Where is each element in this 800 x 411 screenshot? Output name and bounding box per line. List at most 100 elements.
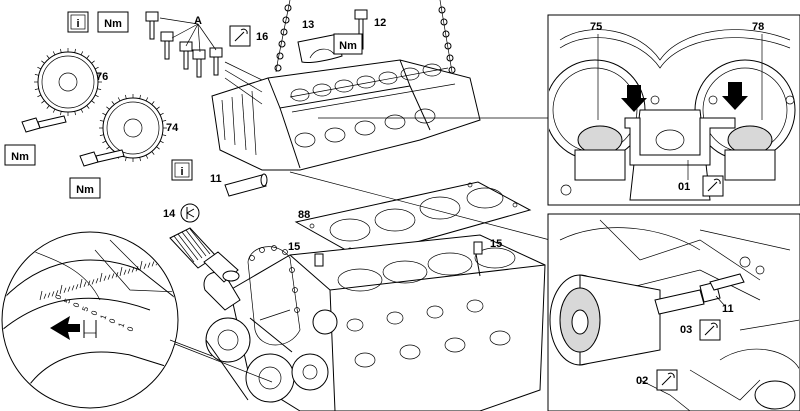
dial-digit: 0 — [107, 317, 117, 325]
callout-12: 12 — [374, 17, 386, 29]
sprocket-tooth — [159, 140, 164, 144]
dial-tick — [119, 266, 123, 277]
dial-tick — [95, 278, 99, 284]
sprocket-tooth — [94, 94, 99, 98]
callout-11-detail: 11 — [722, 303, 734, 315]
tool-symbol-16 — [229, 25, 251, 47]
svg-text:Nm: Nm — [339, 40, 357, 52]
callout-88: 88 — [298, 209, 310, 221]
sprocket-tooth — [91, 100, 95, 104]
callout-a: A — [194, 15, 202, 27]
dial-tick — [51, 291, 55, 297]
torque-symbol-13: Nm — [333, 33, 363, 55]
callout-11: 11 — [210, 173, 222, 185]
dial-digit: 0 — [71, 301, 81, 309]
sprocket-tooth — [145, 97, 149, 102]
dial-tick — [143, 263, 147, 269]
torque-label: Nm — [104, 18, 122, 30]
dial-digit: 0 — [125, 325, 135, 333]
callout-74: 74 — [166, 122, 179, 134]
callout-13: 13 — [302, 19, 314, 31]
sprocket-tooth — [156, 146, 160, 150]
bolts-a-group — [145, 9, 368, 105]
dial-tick — [107, 274, 111, 280]
dial-digit: 5 — [80, 305, 90, 313]
dial-tick — [67, 286, 71, 292]
dial-tick — [55, 290, 59, 296]
sprocket-bolts — [21, 115, 125, 167]
dial-tick — [39, 290, 43, 301]
sprocket-tooth — [37, 66, 42, 70]
callout-labels: A 12 13 16 76 74 11 14 88 15 15 75 78 01… — [96, 15, 764, 387]
sprocket-tooth — [102, 140, 107, 144]
sprocket-tooth — [151, 101, 155, 105]
sprocket-tooth — [80, 108, 84, 113]
dial-tick — [47, 292, 51, 298]
dial-digit: 1 — [98, 313, 108, 321]
dial-digit: 1 — [116, 321, 126, 329]
callout-15-left: 15 — [288, 241, 300, 253]
sprocket-tooth — [80, 51, 84, 56]
sprocket-tooth — [60, 48, 62, 53]
dial-digit: 0 — [53, 293, 63, 301]
sprocket-tooth — [97, 74, 102, 76]
sprocket-tooth — [159, 112, 164, 116]
engine-block-drawing — [169, 0, 551, 411]
sprocket-tooth — [37, 94, 42, 98]
sprocket-tooth — [117, 97, 121, 102]
dial-tick — [139, 260, 143, 271]
dial-tick — [91, 279, 95, 285]
callout-15-right: 15 — [490, 238, 502, 250]
sprocket-tooth — [99, 134, 104, 136]
dial-tick — [87, 280, 91, 286]
sprocket-tooth — [139, 94, 141, 99]
callout-78: 78 — [752, 21, 764, 33]
dial-digit: 5 — [62, 297, 72, 305]
tool-symbol-14 — [180, 203, 200, 223]
dial-tick — [71, 285, 75, 291]
sprocket-tooth — [162, 120, 167, 122]
info-symbol-mid: i — [171, 159, 193, 181]
dial-tick — [83, 281, 87, 287]
dial-tick — [135, 266, 139, 272]
callout-76: 76 — [96, 71, 108, 83]
callout-03: 03 — [680, 324, 692, 336]
dial-tick — [59, 284, 63, 295]
sprocket-tooth — [52, 51, 56, 56]
sprocket-tooth — [86, 105, 90, 109]
dial-tick — [79, 278, 83, 289]
sprocket-tooth — [151, 151, 155, 155]
sprocket-tooth — [145, 154, 149, 159]
sprocket-tooth — [94, 66, 99, 70]
dial-tick — [103, 275, 107, 281]
sprocket-tooth — [52, 108, 56, 113]
dial-tick — [43, 293, 47, 299]
dial-tick — [147, 262, 151, 268]
dial-tick — [111, 273, 115, 279]
svg-text:i: i — [180, 166, 183, 178]
sprocket-tooth — [106, 106, 110, 110]
info-letter: i — [76, 18, 79, 30]
sprocket-tooth — [125, 94, 127, 99]
camshaft-alignment-detail — [547, 14, 800, 206]
svg-text:Nm: Nm — [76, 184, 94, 196]
callout-02: 02 — [636, 375, 648, 387]
dial-digit: 0 — [89, 309, 99, 317]
sprocket-tooth — [156, 106, 160, 110]
sprocket-tooth — [111, 101, 115, 105]
crankshaft-locking-detail — [547, 213, 800, 411]
torque-symbol-left: Nm — [4, 144, 36, 166]
info-symbol-top: i — [67, 11, 89, 33]
sprocket-tooth — [99, 120, 104, 122]
torque-symbol-bottom: Nm — [69, 177, 101, 199]
sprocket-tooth — [106, 146, 110, 150]
sprocket-tooth — [102, 112, 107, 116]
sprocket-tooth — [91, 60, 95, 64]
sprocket-tooth — [60, 111, 62, 116]
dial-tick — [99, 272, 103, 283]
callout-01: 01 — [678, 181, 690, 193]
dial-tick — [75, 284, 79, 290]
